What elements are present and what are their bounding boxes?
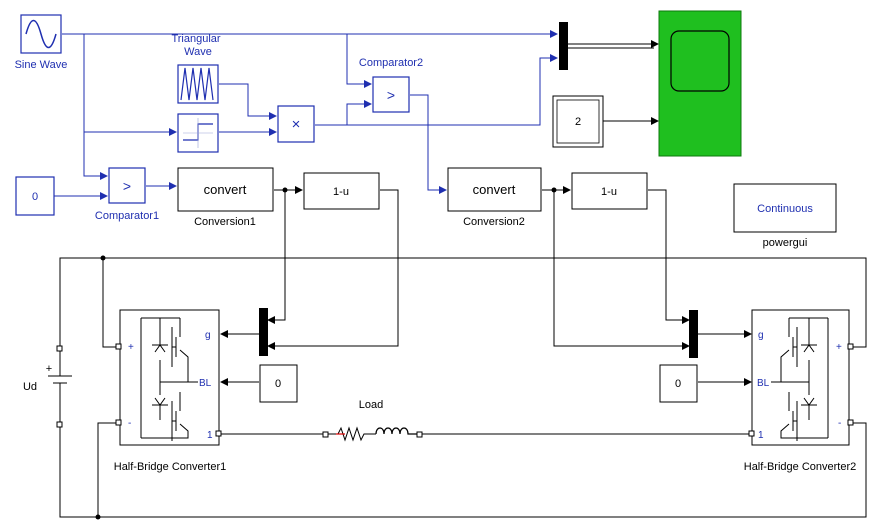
wire-sine-to-comparator2 [346, 34, 372, 88]
triangular-wave-block[interactable]: Triangular Wave [171, 33, 221, 104]
wire-conversion2-to-mux2 [553, 190, 690, 350]
constant-zero-value: 0 [32, 191, 38, 203]
conversion2-block[interactable]: convert Conversion2 [447, 167, 542, 228]
power-wires [59, 255, 867, 520]
conv1-port-1: 1 [207, 430, 213, 441]
power-wire-plus1 [102, 258, 118, 348]
not1-block[interactable]: 1-u [303, 172, 380, 210]
gate-wires [220, 40, 752, 386]
inductor-icon [375, 427, 417, 435]
wire-product-out [315, 100, 372, 126]
resistor-icon [328, 426, 376, 442]
step-block[interactable] [177, 113, 219, 153]
wire-not2-to-mux2 [648, 189, 690, 324]
conv1-port-minus: - [128, 418, 131, 429]
wire-triangle-to-product [219, 83, 277, 120]
product-block[interactable]: × [277, 105, 315, 143]
conversion1-label: Conversion1 [194, 216, 256, 228]
comparator2-symbol: > [387, 87, 395, 103]
constant-two-value: 2 [575, 116, 581, 128]
constant-two-block[interactable]: 2 [552, 95, 604, 148]
wire-not1-to-mux1 [267, 189, 399, 350]
not1-text: 1-u [333, 186, 349, 198]
sine-wave-label: Sine Wave [15, 59, 68, 71]
battery-icon [48, 351, 72, 422]
constant-bl1-value: 0 [275, 378, 281, 390]
scope-block[interactable] [658, 10, 742, 157]
wire-comparator2-to-conversion2 [410, 94, 447, 194]
load-block[interactable]: Load [322, 399, 423, 442]
product-symbol: × [292, 116, 301, 133]
conv2-port-1: 1 [758, 430, 764, 441]
constant-zero-block[interactable]: 0 [15, 176, 55, 216]
conversion2-label: Conversion2 [463, 216, 525, 228]
powergui-text: Continuous [757, 203, 813, 215]
half-bridge-converter1-block[interactable]: + - g BL 1 Half-Bridge Converter1 [114, 309, 227, 473]
half-bridge-converter2-block[interactable]: + - g BL 1 Half-Bridge Converter2 [744, 309, 857, 473]
mux-gate2[interactable] [689, 310, 698, 358]
comparator1-block[interactable]: > Comparator1 [95, 167, 159, 222]
conv1-port-bl: BL [199, 378, 212, 389]
constant-bl1-block[interactable]: 0 [259, 364, 298, 403]
triangle-wave-icon [180, 67, 214, 101]
scope-icon [670, 30, 730, 92]
comparator1-label: Comparator1 [95, 210, 159, 222]
powergui-block[interactable]: Continuous powergui [733, 183, 837, 249]
half-bridge-converter1-label: Half-Bridge Converter1 [114, 461, 227, 473]
dc-source-label: Ud [23, 381, 37, 393]
sine-wave-block[interactable]: Sine Wave [15, 14, 68, 71]
not2-text: 1-u [601, 186, 617, 198]
conversion1-block[interactable]: convert Conversion1 [177, 167, 274, 228]
conv2-port-minus: - [838, 418, 841, 429]
not2-block[interactable]: 1-u [571, 172, 648, 210]
igbt-bridge-icon [140, 317, 198, 441]
conv2-port-bl: BL [757, 378, 770, 389]
triangular-wave-label-line2: Wave [184, 46, 212, 58]
mux-gate1[interactable] [259, 308, 268, 356]
powergui-label: powergui [763, 237, 808, 249]
comparator2-block[interactable]: Comparator2 > [359, 57, 423, 113]
conv1-port-plus: + [128, 342, 134, 353]
wire-product-to-mux [347, 54, 558, 126]
triangular-wave-label-line1: Triangular [171, 33, 220, 45]
signal-wires [54, 30, 558, 200]
wire-conversion1-to-mux1 [267, 190, 286, 324]
conversion2-text: convert [473, 182, 516, 197]
constant-bl2-block[interactable]: 0 [659, 364, 698, 403]
load-label: Load [359, 399, 383, 411]
conversion1-text: convert [204, 182, 247, 197]
half-bridge-converter2-label: Half-Bridge Converter2 [744, 461, 857, 473]
power-wire-top [59, 257, 867, 349]
sine-wave-icon [25, 19, 57, 49]
conv2-port-g: g [758, 330, 764, 341]
power-wire-bottom [59, 422, 867, 518]
igbt-bridge-icon [771, 317, 829, 441]
constant-bl2-value: 0 [675, 378, 681, 390]
power-wire-minus1 [97, 422, 118, 517]
dc-source-block[interactable]: + Ud [23, 345, 72, 428]
mux-scope[interactable] [559, 22, 568, 70]
comparator2-label: Comparator2 [359, 57, 423, 69]
conv2-port-plus: + [836, 342, 842, 353]
conv1-port-g: g [205, 330, 211, 341]
wire-sine-to-comparator1 [83, 34, 108, 180]
comparator1-symbol: > [123, 178, 131, 194]
dc-source-plus: + [46, 363, 52, 375]
